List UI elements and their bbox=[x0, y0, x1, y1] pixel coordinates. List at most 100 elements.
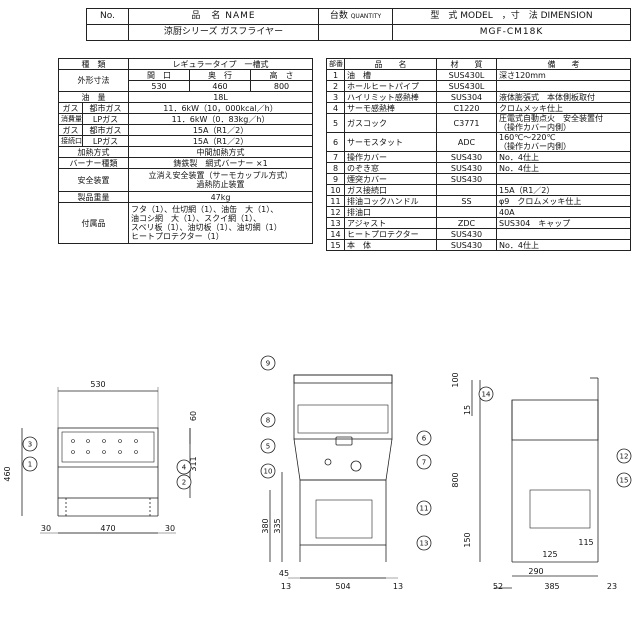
part-note: φ9 クロムメッキ仕上 bbox=[496, 195, 631, 207]
dimension-label: 52 bbox=[493, 582, 503, 591]
dimension-label: 311 bbox=[189, 456, 198, 471]
model-number: MGF-CM18K bbox=[392, 24, 631, 41]
svg-text:4: 4 bbox=[182, 464, 187, 472]
dimension-label: 470 bbox=[100, 524, 115, 533]
svg-text:10: 10 bbox=[264, 468, 273, 476]
svg-text:3: 3 bbox=[28, 441, 32, 449]
dimension-label: 335 bbox=[273, 518, 282, 533]
accessory-line-4: ヒートプロテクター（1） bbox=[131, 232, 224, 241]
parts-header-material: 材 質 bbox=[436, 58, 497, 70]
safety-label: 安全装置 bbox=[58, 168, 129, 192]
accessories-values: フタ（1）、仕切網（1）、油缶 大（1）、油コシ網 大（1）、スクイ網（1）、ス… bbox=[127, 202, 314, 244]
svg-text:5: 5 bbox=[266, 443, 270, 451]
consume-city: 11．6kW（10，000kcal／h） bbox=[127, 102, 314, 114]
model-dimension-header: 型 式 MODEL ，寸 法 DIMENSION bbox=[392, 8, 631, 25]
dimension-label: 13 bbox=[281, 582, 291, 591]
connect-city: 15A（R1／2） bbox=[127, 124, 314, 136]
svg-text:15: 15 bbox=[620, 477, 629, 485]
size-width: 530 bbox=[128, 80, 190, 92]
svg-text:7: 7 bbox=[422, 459, 426, 467]
part-name: のぞき窓 bbox=[344, 162, 437, 174]
svg-text:8: 8 bbox=[266, 417, 270, 425]
gas-label-2: ガス bbox=[58, 124, 83, 136]
lp-gas-label-2: LPガス bbox=[82, 135, 129, 147]
part-material: ZDC bbox=[436, 217, 497, 229]
part-name: 本 体 bbox=[344, 239, 437, 251]
type-label: 種 類 bbox=[58, 58, 129, 70]
size-depth: 460 bbox=[189, 80, 251, 92]
part-name: サーモスタット bbox=[344, 132, 437, 152]
dimension-label: 530 bbox=[90, 380, 105, 389]
safety-values: 立消え安全装置（サーモカップル方式）過熱防止装置 bbox=[127, 168, 314, 192]
svg-text:9: 9 bbox=[266, 360, 270, 368]
dimension-label: 115 bbox=[578, 538, 593, 547]
dimension-label: ，寸 法 DIMENSION bbox=[501, 11, 593, 21]
part-note bbox=[496, 80, 631, 92]
part-name: 油 槽 bbox=[344, 69, 437, 81]
part-material: ADC bbox=[436, 132, 497, 152]
gas-label-1: ガス bbox=[58, 102, 83, 114]
part-note: 160℃～220℃（操作カバー内側） bbox=[496, 132, 631, 152]
part-note: No．4仕上 bbox=[496, 162, 631, 174]
part-material: SUS430 bbox=[436, 239, 497, 251]
accessory-line-3: スベリ板（1）、油切板（1）、油切網（1） bbox=[131, 223, 282, 232]
middle-oil-can bbox=[315, 499, 373, 539]
middle-flue-cover bbox=[293, 374, 393, 384]
dimension-label: 125 bbox=[542, 550, 557, 559]
part-material: SUS430 bbox=[436, 151, 497, 163]
svg-text:6: 6 bbox=[422, 435, 427, 443]
quantity-header: 台数 QUANTITY bbox=[318, 8, 393, 25]
part-name: ハイリミット感熱棒 bbox=[344, 91, 437, 103]
accessory-line-1: フタ（1）、仕切網（1）、油缶 大（1）、 bbox=[131, 205, 279, 214]
part-no: 11 bbox=[326, 195, 345, 207]
svg-text:1: 1 bbox=[28, 461, 32, 469]
middle-body bbox=[293, 374, 393, 440]
part-material: SUS430L bbox=[436, 69, 497, 81]
size-col-width: 間 口 bbox=[128, 69, 190, 81]
dimension-label: 504 bbox=[335, 582, 350, 591]
product-name: 涼厨シリーズ ガスフライヤー bbox=[128, 24, 319, 41]
callout-marker: 14 bbox=[478, 386, 494, 402]
part-note: 40A bbox=[496, 206, 631, 218]
part-material: C3771 bbox=[436, 113, 497, 133]
part-name: ヒートプロテクター bbox=[344, 228, 437, 240]
city-gas-label-2: 都市ガス bbox=[82, 124, 129, 136]
part-material: SUS430L bbox=[436, 80, 497, 92]
heat-label: 加熱方式 bbox=[58, 146, 129, 158]
part-note: 圧電式自動点火 安全装置付（操作カバー内側） bbox=[496, 113, 631, 133]
dimension-label: 290 bbox=[528, 567, 543, 576]
part-no: 5 bbox=[326, 113, 345, 133]
svg-text:12: 12 bbox=[620, 453, 629, 461]
safety-value-2: 過熱防止装置 bbox=[196, 180, 245, 189]
part-no: 10 bbox=[326, 184, 345, 196]
front-panel bbox=[61, 431, 155, 463]
part-material: SUS430 bbox=[436, 162, 497, 174]
part-material: C1220 bbox=[436, 102, 497, 114]
front-view bbox=[57, 427, 159, 517]
part-no: 4 bbox=[326, 102, 345, 114]
part-name: 煙突カバー bbox=[344, 173, 437, 185]
part-name: ガスコック bbox=[344, 113, 437, 133]
consume-label: 消費量 bbox=[58, 113, 83, 125]
front-body bbox=[57, 427, 159, 499]
part-no: 15 bbox=[326, 239, 345, 251]
callout-marker: 11 bbox=[416, 500, 432, 516]
dimension-label: 100 bbox=[451, 372, 460, 387]
weight-label: 製品重量 bbox=[58, 191, 129, 203]
oil-label: 油 量 bbox=[58, 91, 129, 103]
callout-marker: 15 bbox=[616, 472, 632, 488]
parts-header-name: 品 名 bbox=[344, 58, 437, 70]
callout-marker: 1 bbox=[22, 456, 38, 472]
no-cell bbox=[86, 24, 129, 41]
